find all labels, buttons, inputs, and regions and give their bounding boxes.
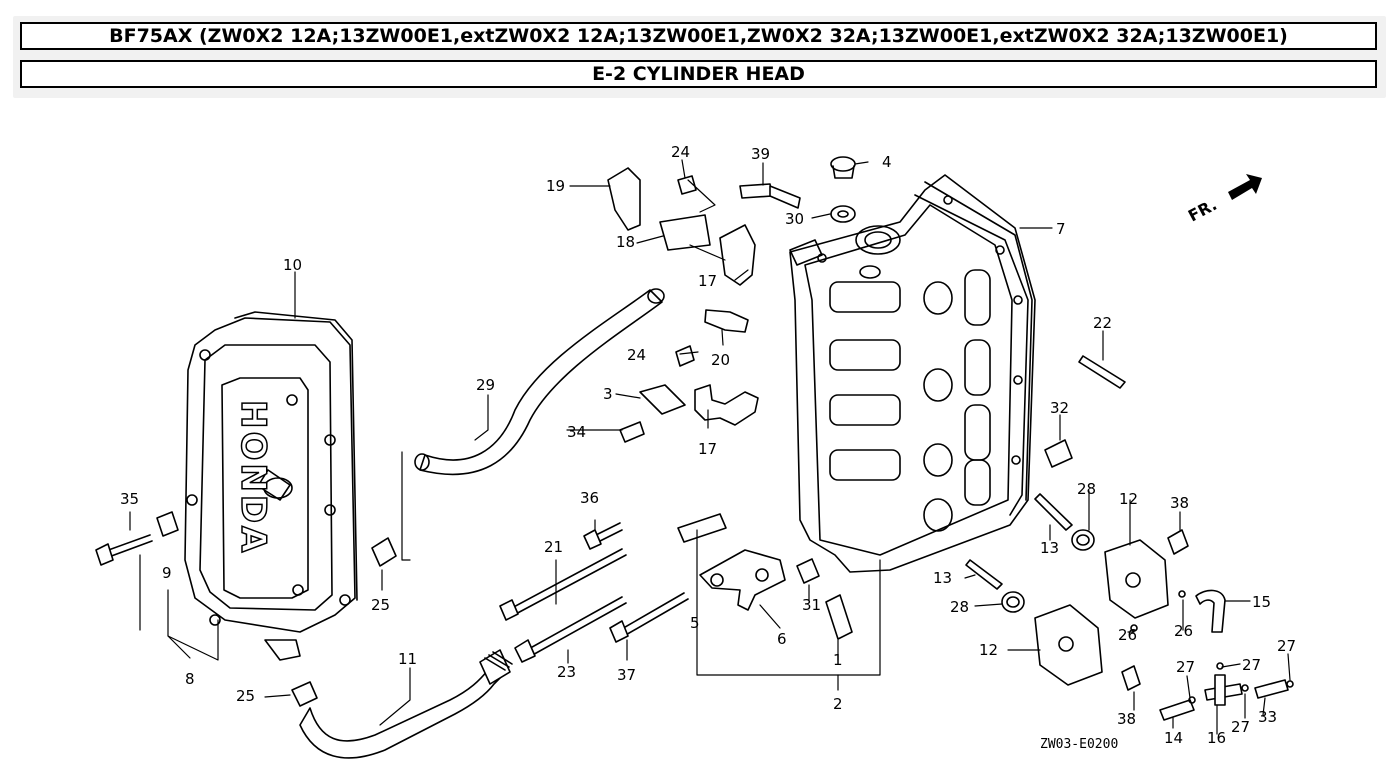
callout-7: 7: [1056, 220, 1066, 238]
parts-diagram: HONDA FR. 1 2 3 4 5 6 7 8 9 10 11 12 12 …: [95, 143, 1296, 759]
section-title: E-2 CYLINDER HEAD: [20, 60, 1377, 88]
callout-17b: 17: [698, 440, 717, 458]
leader-lines: [129, 159, 1291, 735]
callout-26a: 26: [1118, 626, 1137, 644]
breather-tube: [414, 288, 665, 476]
callout-24a: 24: [671, 143, 690, 161]
small-parts: [156, 156, 1294, 721]
callout-25a: 25: [371, 596, 390, 614]
callout-9: 9: [162, 564, 172, 582]
water-hose: [299, 649, 513, 759]
callout-20: 20: [711, 351, 730, 369]
callout-12b: 12: [979, 641, 998, 659]
callout-21: 21: [544, 538, 563, 556]
callout-28b: 28: [950, 598, 969, 616]
callout-28a: 28: [1077, 480, 1096, 498]
callout-4: 4: [882, 153, 892, 171]
callout-36: 36: [580, 489, 599, 507]
callout-1: 1: [833, 651, 843, 669]
long-bolts: [95, 522, 689, 663]
callout-16: 16: [1207, 729, 1226, 747]
callout-37: 37: [617, 666, 636, 684]
callout-35: 35: [120, 490, 139, 508]
callout-26b: 26: [1174, 622, 1193, 640]
callout-31: 31: [802, 596, 821, 614]
callout-3: 3: [603, 385, 613, 403]
callout-32: 32: [1050, 399, 1069, 417]
cover-logo: HONDA: [233, 400, 273, 555]
callout-2: 2: [833, 695, 843, 713]
callout-30: 30: [785, 210, 804, 228]
callout-12a: 12: [1119, 490, 1138, 508]
callout-34: 34: [567, 423, 586, 441]
callout-19: 19: [546, 177, 565, 195]
front-label: FR.: [1185, 195, 1220, 226]
callout-24b: 24: [627, 346, 646, 364]
callouts: 1 2 3 4 5 6 7 8 9 10 11 12 12 13 13 14 1…: [120, 143, 1296, 747]
model-title: BF75AX (ZW0X2 12A;13ZW00E1,extZW0X2 12A;…: [20, 22, 1377, 50]
callout-22: 22: [1093, 314, 1112, 332]
callout-10: 10: [283, 256, 302, 274]
callout-17a: 17: [698, 272, 717, 290]
callout-25b: 25: [236, 687, 255, 705]
callout-6: 6: [777, 630, 787, 648]
callout-27c: 27: [1277, 637, 1296, 655]
callout-38b: 38: [1117, 710, 1136, 728]
header-panel: BF75AX (ZW0X2 12A;13ZW00E1,extZW0X2 12A;…: [13, 16, 1386, 98]
callout-29: 29: [476, 376, 495, 394]
callout-13b: 13: [933, 569, 952, 587]
callout-18: 18: [616, 233, 635, 251]
callout-8: 8: [185, 670, 195, 688]
callout-33: 33: [1258, 708, 1277, 726]
callout-38a: 38: [1170, 494, 1189, 512]
callout-14: 14: [1164, 729, 1183, 747]
callout-23: 23: [557, 663, 576, 681]
callout-5: 5: [690, 614, 700, 632]
callout-39: 39: [751, 145, 770, 163]
callout-27d: 27: [1231, 718, 1250, 736]
callout-27b: 27: [1242, 656, 1261, 674]
drawing-code: ZW03-E0200: [1040, 737, 1118, 752]
callout-27a: 27: [1176, 658, 1195, 676]
front-arrow: FR.: [1185, 174, 1262, 226]
callout-15: 15: [1252, 593, 1271, 611]
head-cover: [184, 311, 358, 661]
callout-13a: 13: [1040, 539, 1059, 557]
callout-11: 11: [398, 650, 417, 668]
cylinder-head: [789, 174, 1036, 573]
